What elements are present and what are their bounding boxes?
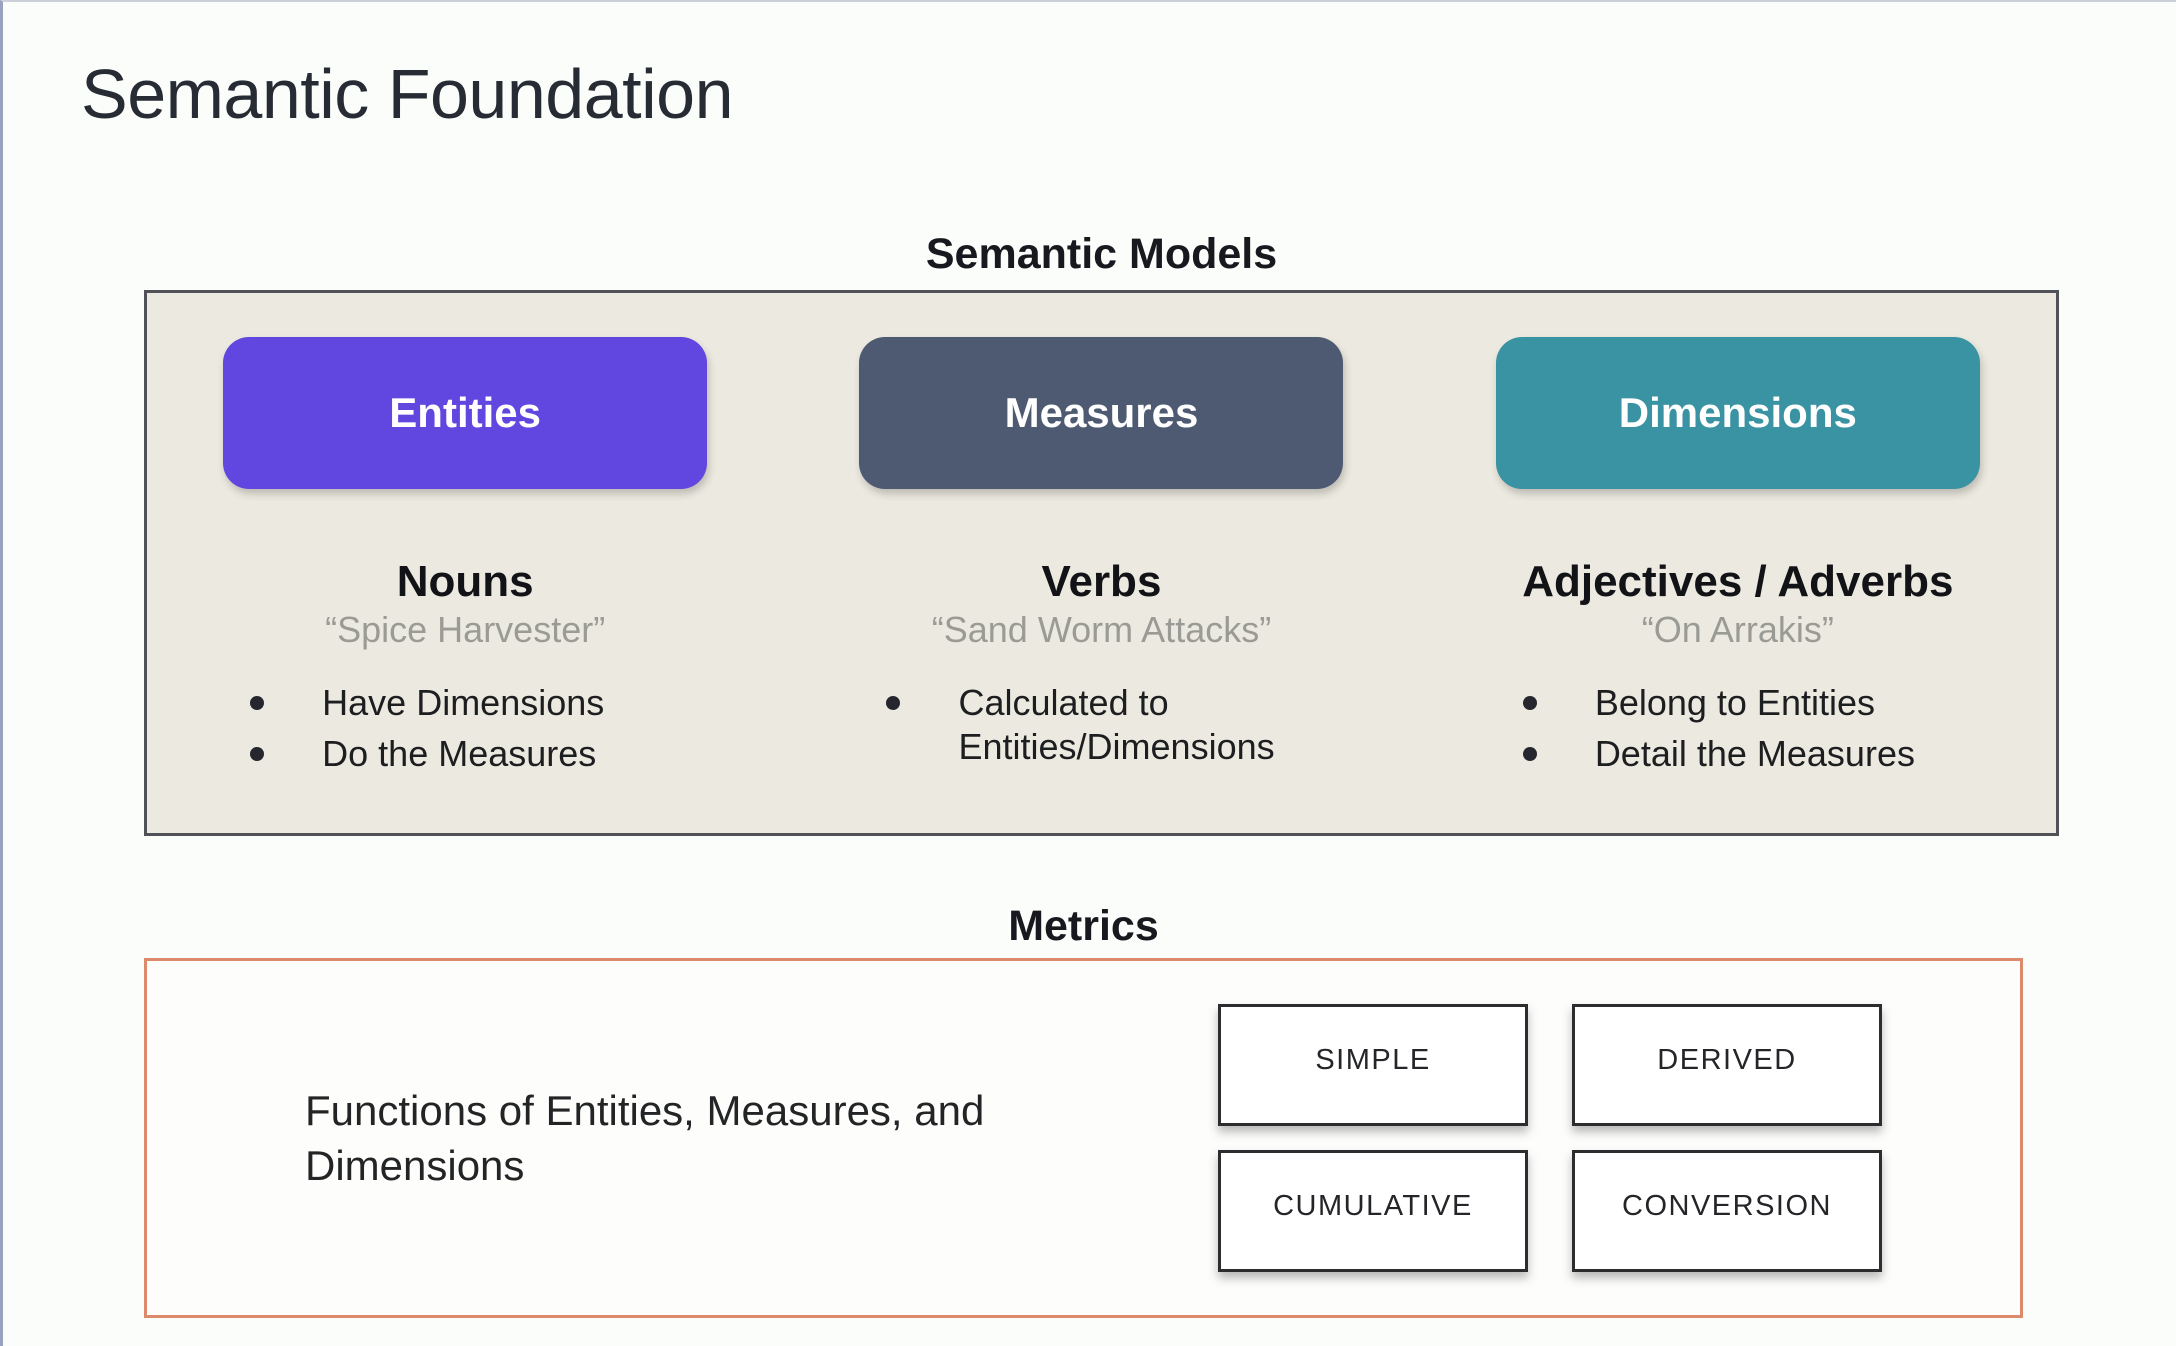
semantic-models-panel: Entities Nouns “Spice Harvester” Have Di… (144, 290, 2059, 836)
measures-part-of-speech: Verbs (1041, 557, 1162, 606)
bullet-text: Calculated to Entities/Dimensions (958, 682, 1275, 768)
bullet-text: Detail the Measures (1594, 733, 1915, 775)
metrics-panel: Functions of Entities, Measures, and Dim… (144, 958, 2023, 1318)
list-item: Calculated to Entities/Dimensions (886, 681, 1316, 770)
bullet-text: Belong to Entities (1594, 682, 1875, 724)
dimensions-part-of-speech: Adjectives / Adverbs (1522, 557, 1954, 606)
metric-type-conversion: CONVERSION (1572, 1150, 1882, 1272)
bullet-text: Have Dimensions (322, 682, 605, 724)
bullet-dot-icon (1522, 747, 1537, 762)
page-title: Semantic Foundation (81, 55, 734, 133)
entities-pill: Entities (223, 337, 708, 489)
bullet-dot-icon (886, 696, 901, 711)
measures-example-quote: “Sand Worm Attacks” (931, 609, 1272, 651)
dimensions-bullet-list: Belong to Entities Detail the Measures (1522, 681, 1953, 784)
metric-type-cumulative: CUMULATIVE (1218, 1150, 1528, 1272)
list-item: Do the Measures (250, 732, 680, 776)
list-item: Belong to Entities (1522, 681, 1953, 725)
list-item: Detail the Measures (1522, 732, 1953, 776)
entities-part-of-speech: Nouns (396, 557, 534, 606)
measures-pill: Measures (859, 337, 1344, 489)
metrics-heading: Metrics (1008, 902, 1159, 950)
list-item: Have Dimensions (250, 681, 680, 725)
metrics-description: Functions of Entities, Measures, and Dim… (305, 1086, 985, 1189)
metric-types-grid: SIMPLE DERIVED CUMULATIVE CONVERSION (1218, 1004, 1882, 1272)
entities-example-quote: “Spice Harvester” (325, 609, 606, 651)
dimensions-column: Dimensions Adjectives / Adverbs “On Arra… (1420, 293, 2056, 833)
bullet-dot-icon (250, 747, 265, 762)
measures-bullet-list: Calculated to Entities/Dimensions (886, 681, 1316, 777)
bullet-text: Do the Measures (322, 733, 597, 775)
dimensions-pill: Dimensions (1495, 337, 1980, 489)
entities-column: Entities Nouns “Spice Harvester” Have Di… (147, 293, 783, 833)
metric-type-derived: DERIVED (1572, 1004, 1882, 1126)
dimensions-example-quote: “On Arrakis” (1641, 609, 1834, 651)
entities-bullet-list: Have Dimensions Do the Measures (250, 681, 680, 784)
semantic-models-heading: Semantic Models (925, 230, 1278, 278)
bullet-dot-icon (1522, 696, 1537, 711)
bullet-dot-icon (250, 696, 265, 711)
metric-type-simple: SIMPLE (1218, 1004, 1528, 1126)
measures-column: Measures Verbs “Sand Worm Attacks” Calcu… (783, 293, 1419, 833)
